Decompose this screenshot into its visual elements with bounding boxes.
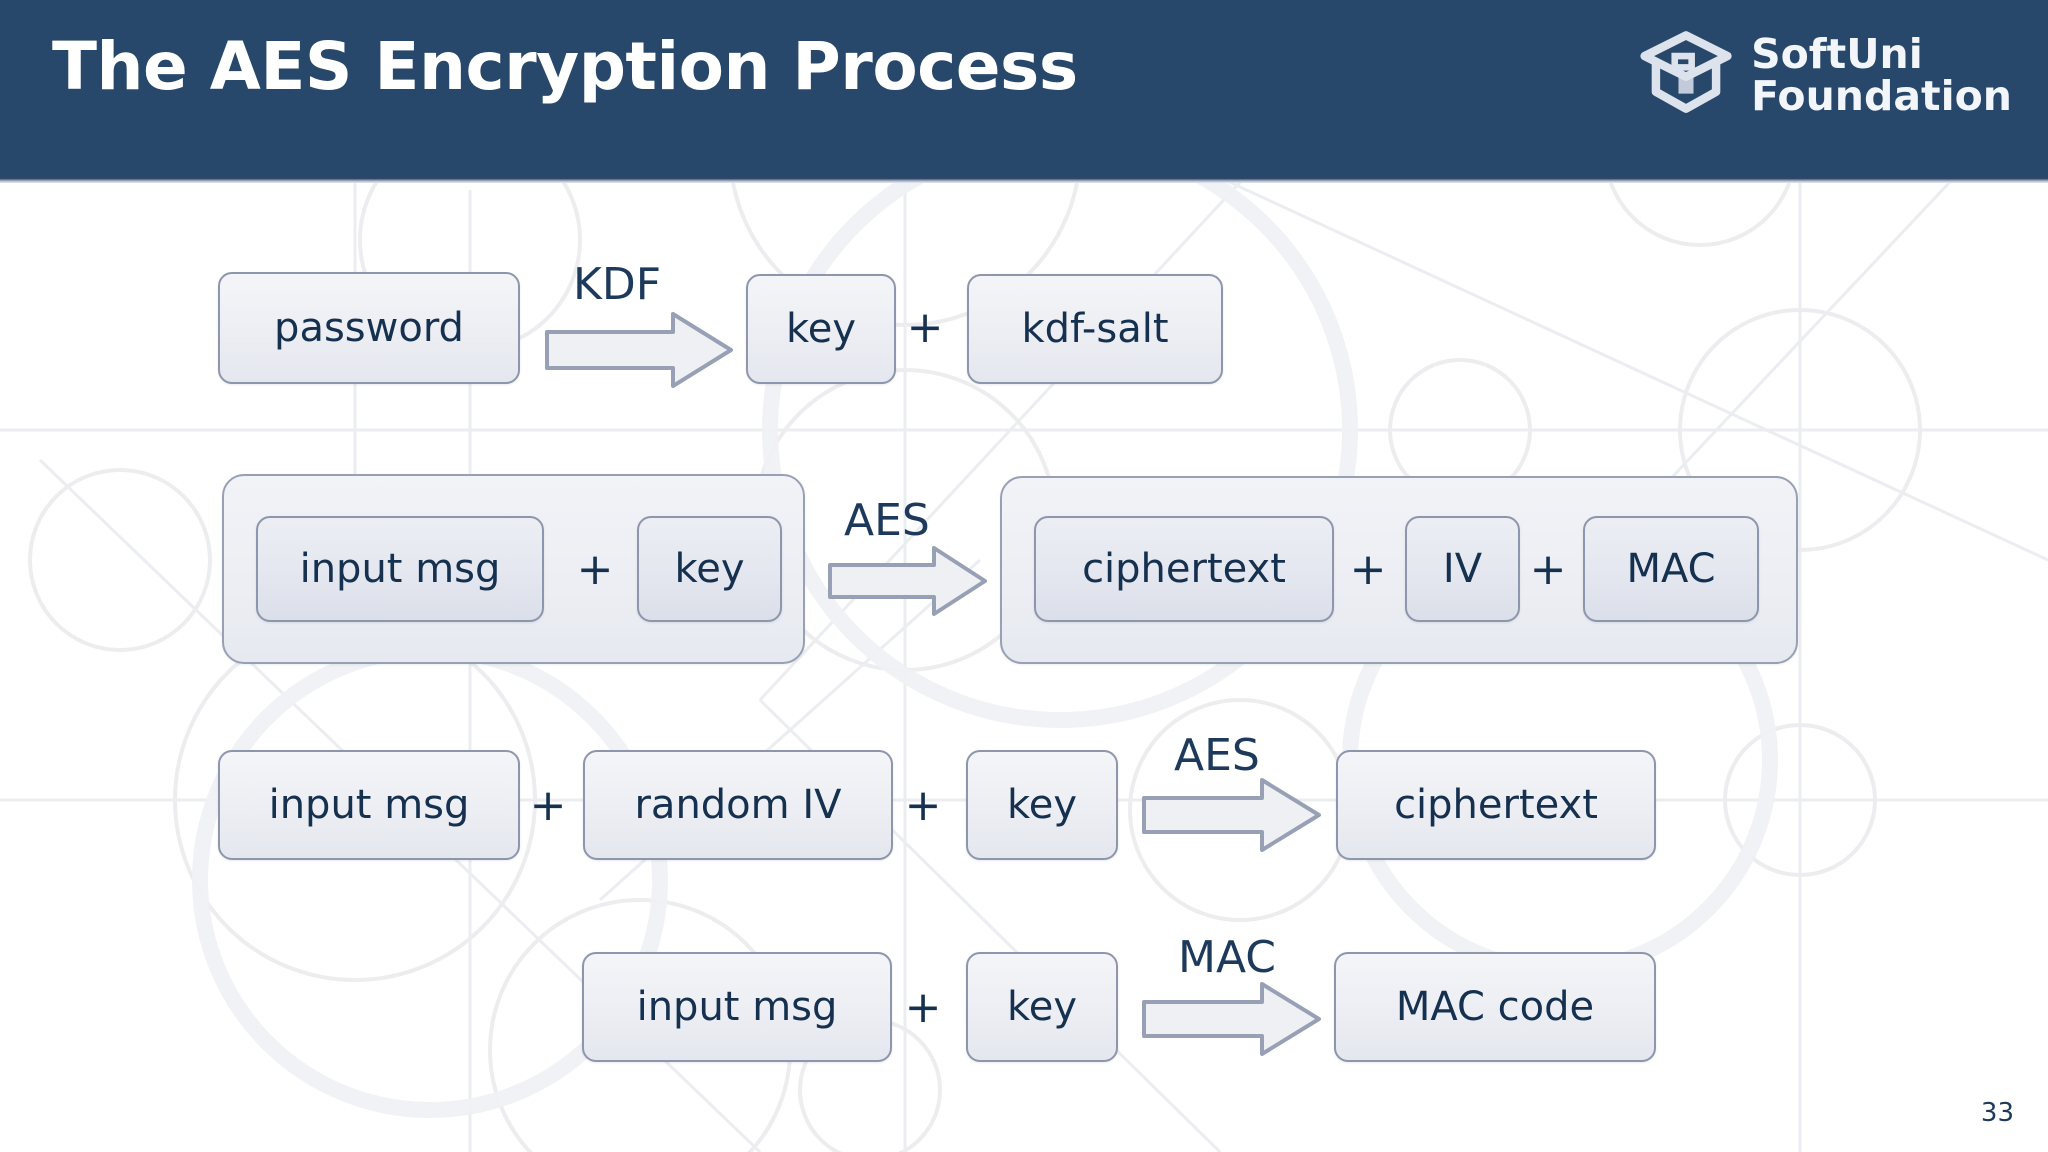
operator-plus-row2-right-1: +	[1349, 543, 1387, 595]
operator-plus-row3-2: +	[904, 779, 942, 831]
logo-wordmark: SoftUni Foundation	[1751, 29, 2012, 120]
node-input-msg-row2[interactable]: input msg	[256, 516, 544, 622]
arrow-label-aes-row3: AES	[1174, 730, 1260, 781]
node-key-row4[interactable]: key	[966, 952, 1118, 1062]
logo-line-1: SoftUni	[1751, 29, 1923, 78]
block-arrow-aes-row2	[828, 546, 987, 616]
node-random-iv-row3[interactable]: random IV	[583, 750, 893, 860]
node-input-msg-row3[interactable]: input msg	[218, 750, 520, 860]
arrow-label-aes-row2: AES	[844, 495, 930, 546]
node-iv-row2[interactable]: IV	[1405, 516, 1520, 622]
node-input-msg-row4[interactable]: input msg	[582, 952, 892, 1062]
operator-plus-row2-right-2: +	[1529, 543, 1567, 595]
logo-line-2: Foundation	[1751, 71, 2012, 120]
node-kdf-salt[interactable]: kdf-salt	[967, 274, 1223, 384]
operator-plus-row2-left: +	[576, 543, 614, 595]
node-key-row1[interactable]: key	[746, 274, 896, 384]
arrow-label-kdf: KDF	[573, 259, 662, 310]
node-password[interactable]: password	[218, 272, 520, 384]
block-arrow-aes-row3	[1142, 778, 1321, 852]
header-underline	[0, 178, 2048, 183]
page-number: 33	[1980, 1098, 2014, 1128]
node-key-row2[interactable]: key	[637, 516, 782, 622]
block-arrow-kdf	[545, 312, 733, 388]
arrow-label-mac-row4: MAC	[1178, 932, 1277, 983]
node-ciphertext-row2[interactable]: ciphertext	[1034, 516, 1334, 622]
node-ciphertext-row3[interactable]: ciphertext	[1336, 750, 1656, 860]
graduation-cap-icon	[1639, 26, 1733, 125]
brand-logo: SoftUni Foundation	[1639, 26, 2012, 125]
operator-plus-row1-1: +	[906, 301, 944, 353]
node-mac-code-row4[interactable]: MAC code	[1334, 952, 1656, 1062]
node-key-row3[interactable]: key	[966, 750, 1118, 860]
block-arrow-mac-row4	[1142, 982, 1321, 1056]
node-mac-row2[interactable]: MAC	[1583, 516, 1759, 622]
page-title: The AES Encryption Process	[52, 28, 1078, 105]
operator-plus-row3-1: +	[529, 779, 567, 831]
operator-plus-row4-1: +	[904, 981, 942, 1033]
